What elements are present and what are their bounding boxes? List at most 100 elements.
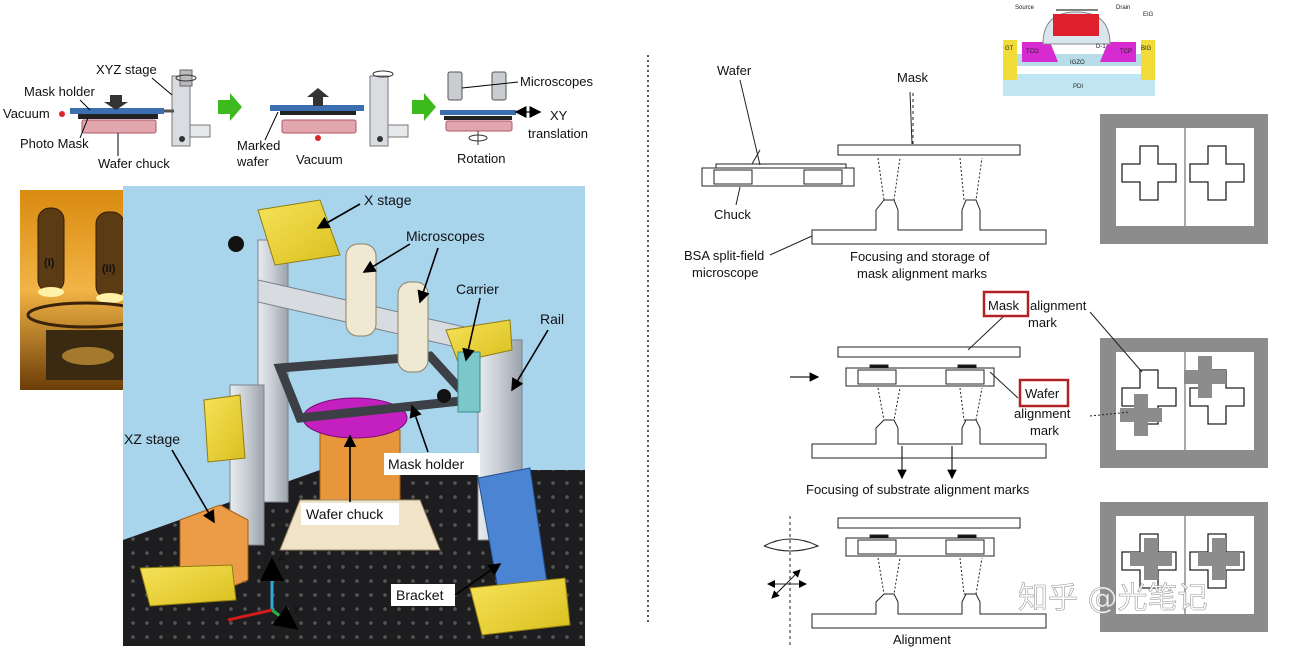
- rotation-ellipse-3: [763, 538, 820, 552]
- cs-channel-label: IGZO: [1070, 60, 1085, 66]
- align-labels-1: Wafer Mask Chuck BSA split-field microsc…: [684, 63, 990, 281]
- mark-left-2: [869, 364, 889, 369]
- cs-source: Source: [1015, 5, 1035, 11]
- view-1-cross-right: [1189, 145, 1245, 201]
- cs-tco-left: TCO: [1026, 49, 1039, 55]
- scope-cone-left-3: [877, 557, 901, 595]
- label-bracket: Bracket: [396, 587, 444, 603]
- up-arrow-body: [313, 97, 323, 106]
- scope-cone-left-1: [877, 157, 901, 201]
- left-yellow-block: [203, 394, 246, 463]
- xz-stage-base: [139, 564, 237, 607]
- cs-drain: Drain: [1116, 5, 1130, 11]
- mask-rect-1: [837, 144, 1021, 156]
- microscope-1: [345, 243, 377, 337]
- label-focus-substrate: Focusing of substrate alignment marks: [806, 482, 1030, 497]
- cs-g-right: BIG: [1141, 46, 1152, 52]
- photo-label-i: (I): [44, 257, 55, 269]
- leader-bracket: [454, 563, 502, 596]
- xyz-stage-side-2: [387, 124, 409, 138]
- mark-right-2: [957, 364, 977, 369]
- label-mask-holder: Mask holder: [24, 84, 95, 99]
- leader-wafer: [751, 149, 761, 165]
- label-x-stage: X stage: [364, 192, 412, 208]
- label-bracket-box: [391, 584, 455, 606]
- leader-bsa: [769, 235, 813, 256]
- label-focus-mask-1: Focusing and storage of: [850, 249, 990, 264]
- view-2-mark-right: [1184, 356, 1226, 398]
- leader-marked-wafer: [264, 111, 279, 141]
- scope-cone-right-2: [959, 387, 983, 421]
- leader-microscope-1: [362, 243, 411, 273]
- label-wafer-chuck-box: [301, 503, 399, 525]
- photo-chuck: [62, 347, 114, 365]
- label-xy: XY: [550, 108, 568, 123]
- vacuum-dot-2: [315, 135, 321, 141]
- mask-holder-bar: [78, 114, 158, 119]
- label-wafer-mark-line2: alignment: [1014, 406, 1071, 421]
- scope-right-light: [96, 293, 124, 303]
- stage-knob-2: [377, 136, 383, 142]
- mark-left-3: [869, 534, 889, 539]
- scope-cone-right-3: [959, 557, 983, 595]
- cs-substrate: [1003, 74, 1155, 96]
- label-rotation: Rotation: [457, 151, 505, 166]
- model-3d: Z Y: [123, 186, 585, 646]
- process-arrow-2: [412, 93, 436, 121]
- xyz-stage-top: [179, 69, 193, 87]
- align-diagram-2: [790, 315, 1047, 480]
- view-3-mark-right: [1198, 538, 1240, 580]
- leader-chuck: [735, 186, 741, 206]
- scope-cone-left-2: [877, 387, 901, 421]
- view-panel-1: [1100, 114, 1268, 244]
- axis-y-label: Y: [292, 603, 300, 617]
- label-mask-mark-line2: mark: [1028, 315, 1057, 330]
- view-2-cross-left: [1121, 369, 1177, 425]
- down-arrow-head: [104, 102, 128, 110]
- process-stage-3: [440, 71, 542, 145]
- microscope-body-2: [811, 419, 1047, 459]
- wafer-chuck-rect-3: [845, 537, 995, 557]
- chuck-block-2: [281, 119, 357, 134]
- mark-right-3: [957, 534, 977, 539]
- view-2-mark-left: [1120, 394, 1162, 436]
- cs-drain-gap: D-1: [1096, 44, 1106, 50]
- photo-mask-plate: [70, 108, 164, 114]
- label-bsa-2: microscope: [692, 265, 758, 280]
- cs-tco-right: TCP: [1120, 49, 1132, 55]
- leader-microscope-2: [417, 247, 439, 304]
- view-panel-2: [1089, 311, 1268, 468]
- process-arrow-1: [218, 93, 242, 121]
- up-arrow-head: [307, 88, 329, 97]
- microscope-2: [397, 281, 429, 373]
- label-vacuum-left: Vacuum: [3, 106, 50, 121]
- label-wafer: wafer: [236, 154, 269, 169]
- x-stage-block: [257, 199, 341, 266]
- label-microscopes: Microscopes: [406, 228, 485, 244]
- rotation-ring: [175, 74, 197, 82]
- chuck-cell-left-2: [857, 369, 897, 385]
- xyz-stage-side: [189, 124, 211, 138]
- leader-wafer-mark: [989, 371, 1019, 399]
- stage3-mask: [440, 110, 516, 115]
- leader-carrier: [462, 297, 481, 362]
- chuck-cell-left-3: [857, 539, 897, 555]
- down-arrow-body: [110, 95, 122, 105]
- cs-right-magenta: [1100, 42, 1136, 62]
- rotation-ring-2: [372, 70, 394, 78]
- label-wafer-chuck: Wafer chuck: [98, 156, 170, 171]
- scope-right-body: [95, 211, 125, 299]
- label-focus-mask-2: mask alignment marks: [857, 266, 988, 281]
- align-diagram-1: [701, 91, 1047, 256]
- photo-label-ii: (II): [102, 263, 116, 275]
- label-translation: translation: [528, 126, 588, 141]
- cs-substrate-label: PDI: [1073, 84, 1083, 90]
- wafer-plate: [270, 105, 364, 111]
- chuck-cell-right: [803, 169, 843, 185]
- cs-g-left: GT: [1005, 46, 1014, 52]
- scope-left-light: [38, 287, 64, 297]
- cs-gate: [1053, 14, 1099, 36]
- label-chuck: Chuck: [714, 207, 751, 222]
- leader-mask-mark: [967, 315, 1005, 351]
